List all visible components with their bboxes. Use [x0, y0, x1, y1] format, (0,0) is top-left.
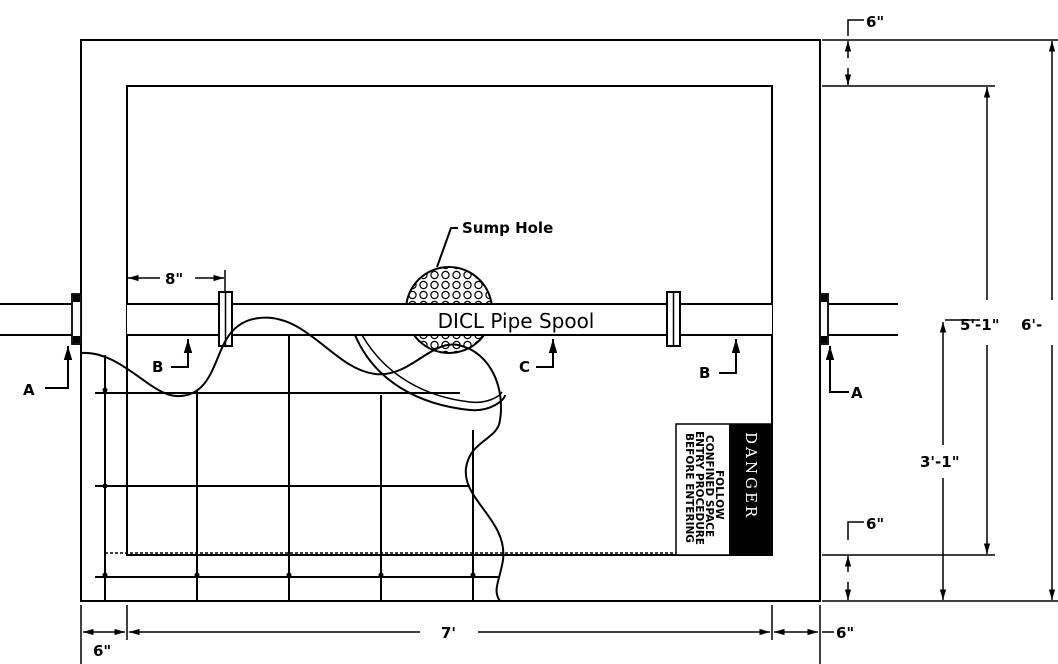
dim-left-wall: 6": [83, 628, 125, 660]
svg-text:A: A: [851, 384, 863, 402]
svg-text:B: B: [699, 364, 710, 382]
section-marker-a-left: A: [23, 346, 73, 399]
svg-text:A: A: [23, 381, 35, 399]
danger-sign-line-2: CONFINED SPACE: [703, 435, 715, 537]
danger-sign-line-3: ENTRY PROCEDURE: [693, 431, 705, 545]
section-marker-a-right: A: [825, 346, 863, 402]
rebar-cutaway: [80, 316, 772, 602]
svg-text:8": 8": [165, 270, 183, 288]
section-marker-c: C: [519, 339, 558, 376]
svg-text:7': 7': [441, 624, 456, 642]
wall-coupling-left: [71, 293, 82, 345]
svg-text:6'-: 6'-: [1021, 316, 1042, 334]
dim-right-wall: 6": [774, 624, 854, 642]
pipe-spool-label: DICL Pipe Spool: [438, 309, 595, 333]
dim-extension-lines-bottom: [80, 605, 821, 664]
svg-text:6": 6": [866, 13, 884, 31]
dim-extension-lines-right: [822, 39, 1058, 602]
flange-left: [218, 291, 233, 347]
dim-bottom-wall-right: 6": [844, 515, 884, 600]
svg-text:5'-1": 5'-1": [960, 316, 1000, 334]
dim-outer-height: 6'-: [1021, 41, 1056, 600]
sump-hole-leader: [436, 227, 458, 268]
flange-right: [666, 291, 681, 347]
svg-text:6": 6": [836, 624, 854, 642]
section-marker-b-left: B: [152, 339, 193, 376]
svg-text:3'-1": 3'-1": [920, 453, 960, 471]
external-pipe-left: [0, 303, 72, 336]
svg-text:6": 6": [93, 642, 111, 660]
svg-text:B: B: [152, 358, 163, 376]
danger-sign-line-4: BEFORE ENTERING: [683, 433, 695, 543]
dim-top-wall: 6": [844, 13, 884, 85]
danger-sign: DANGER FOLLOW CONFINED SPACE ENTRY PROCE…: [675, 423, 773, 556]
dim-flange-offset: 8": [126, 270, 226, 298]
section-marker-b-right: B: [699, 339, 741, 382]
sump-hole-label: Sump Hole: [462, 219, 553, 237]
wall-coupling-right: [819, 293, 829, 345]
danger-sign-header: DANGER: [742, 432, 760, 520]
dim-inner-length: 7': [129, 624, 770, 642]
danger-sign-line-1: FOLLOW: [713, 470, 725, 520]
dim-pipe-height: 3'-1": [920, 319, 980, 600]
external-pipe-right: [827, 303, 898, 336]
svg-text:C: C: [519, 358, 530, 376]
svg-text:6": 6": [866, 515, 884, 533]
